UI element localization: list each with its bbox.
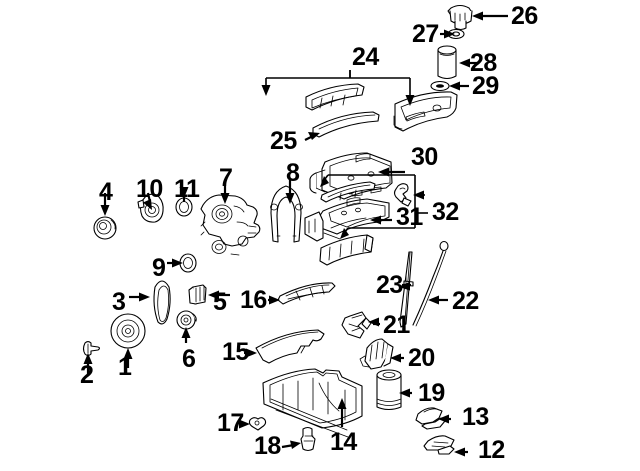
leader-4 bbox=[100, 193, 110, 216]
part-drain-plug-washer bbox=[248, 417, 267, 431]
callout-number-22: 22 bbox=[452, 287, 479, 315]
part-oil-pan-gasket bbox=[255, 329, 325, 364]
part-timing-chain-guide bbox=[188, 284, 207, 305]
part-oil-filter bbox=[376, 369, 402, 411]
leader-5 bbox=[208, 290, 230, 300]
callout-number-3: 3 bbox=[112, 288, 126, 316]
part-oil-pan-drain-plug bbox=[300, 426, 316, 452]
callout-number-21: 21 bbox=[383, 311, 410, 339]
callout-number-2: 2 bbox=[80, 361, 94, 389]
part-oil-pickup-tube bbox=[341, 311, 372, 339]
leader-18 bbox=[281, 440, 301, 449]
callout-number-20: 20 bbox=[408, 344, 435, 372]
callout-number-32: 32 bbox=[432, 198, 459, 226]
leader-3 bbox=[129, 292, 150, 302]
callout-number-26: 26 bbox=[511, 2, 538, 30]
callout-number-8: 8 bbox=[286, 159, 300, 187]
leader-8 bbox=[285, 180, 295, 204]
part-valve-cover-left bbox=[305, 83, 365, 111]
callout-number-9: 9 bbox=[152, 254, 166, 282]
leader-19 bbox=[399, 388, 412, 398]
leader-29 bbox=[449, 81, 469, 91]
callout-number-27: 27 bbox=[412, 20, 439, 48]
callout-number-29: 29 bbox=[472, 72, 499, 100]
part-oil-filler-tube bbox=[437, 45, 457, 80]
callout-number-10: 10 bbox=[136, 175, 163, 203]
part-intake-manifold-lower bbox=[304, 197, 390, 242]
callout-number-30: 30 bbox=[411, 143, 438, 171]
part-oil-filler-cap-seal bbox=[447, 28, 465, 40]
leader-16 bbox=[268, 295, 280, 305]
part-valve-cover-gasket bbox=[312, 111, 380, 138]
leader-7 bbox=[220, 180, 230, 204]
callout-number-6: 6 bbox=[182, 345, 196, 373]
part-oil-pan-bracket-lower bbox=[423, 435, 455, 455]
part-camshaft-sprocket bbox=[93, 216, 117, 240]
callout-number-31: 31 bbox=[396, 203, 423, 231]
part-oil-pan-bracket-upper bbox=[415, 407, 446, 430]
leader-28 bbox=[459, 58, 478, 68]
part-intake-gasket-strip bbox=[320, 181, 376, 203]
callout-number-11: 11 bbox=[174, 175, 200, 203]
leader-20 bbox=[390, 353, 404, 363]
callout-number-7: 7 bbox=[219, 164, 233, 192]
callout-number-16: 16 bbox=[240, 286, 267, 314]
callout-number-5: 5 bbox=[213, 288, 227, 316]
part-o-ring-seal bbox=[175, 197, 193, 217]
leader-27 bbox=[440, 29, 455, 39]
part-front-cover-gasket bbox=[270, 185, 303, 243]
callout-number-12: 12 bbox=[478, 436, 505, 464]
callout-number-25: 25 bbox=[270, 127, 297, 155]
leader-22 bbox=[428, 295, 448, 305]
callout-number-17: 17 bbox=[217, 409, 244, 437]
part-oil-filter-adapter bbox=[359, 338, 394, 370]
part-valve-cover-right bbox=[393, 91, 458, 132]
part-oil-level-dipstick bbox=[412, 240, 449, 327]
callout-number-19: 19 bbox=[418, 379, 445, 407]
leader-12 bbox=[454, 447, 468, 457]
leader-25 bbox=[304, 132, 320, 141]
leader-32 bbox=[320, 174, 428, 239]
leader-11 bbox=[179, 187, 189, 202]
part-oil-filler-tube-o-ring bbox=[430, 80, 450, 92]
leader-2 bbox=[83, 353, 93, 376]
leader-6 bbox=[181, 327, 191, 343]
leader-26 bbox=[472, 11, 508, 21]
leader-31 bbox=[370, 215, 392, 225]
callout-number-23: 23 bbox=[376, 271, 403, 299]
part-oil-baffle bbox=[277, 282, 336, 305]
part-pulley-bolt bbox=[82, 340, 101, 357]
leader-23 bbox=[399, 281, 411, 291]
leader-10 bbox=[143, 192, 152, 210]
callout-number-24: 24 bbox=[352, 43, 379, 71]
part-intake-shield bbox=[319, 234, 374, 266]
part-oil-pan bbox=[262, 368, 363, 438]
callout-number-13: 13 bbox=[462, 403, 489, 431]
callout-number-18: 18 bbox=[254, 432, 281, 460]
part-oil-filler-cap bbox=[447, 4, 473, 31]
leader-15 bbox=[244, 348, 257, 358]
leader-17 bbox=[239, 419, 250, 429]
part-timing-chain-cover bbox=[200, 194, 261, 256]
leader-1 bbox=[123, 348, 133, 368]
part-crankshaft-pulley bbox=[110, 313, 146, 349]
leader-24 bbox=[261, 70, 415, 106]
leader-9 bbox=[167, 258, 183, 268]
leader-13 bbox=[438, 414, 451, 424]
part-idler-pulley bbox=[176, 310, 197, 330]
callout-number-1: 1 bbox=[118, 353, 132, 381]
callout-number-4: 4 bbox=[99, 178, 113, 206]
part-drive-belt-tensioner bbox=[153, 280, 171, 325]
leader-21 bbox=[368, 317, 380, 327]
callout-number-28: 28 bbox=[470, 49, 497, 77]
callout-number-15: 15 bbox=[222, 338, 249, 366]
leader-14 bbox=[337, 398, 347, 427]
part-intake-hardware-clip bbox=[393, 183, 412, 207]
callout-number-14: 14 bbox=[330, 428, 357, 456]
